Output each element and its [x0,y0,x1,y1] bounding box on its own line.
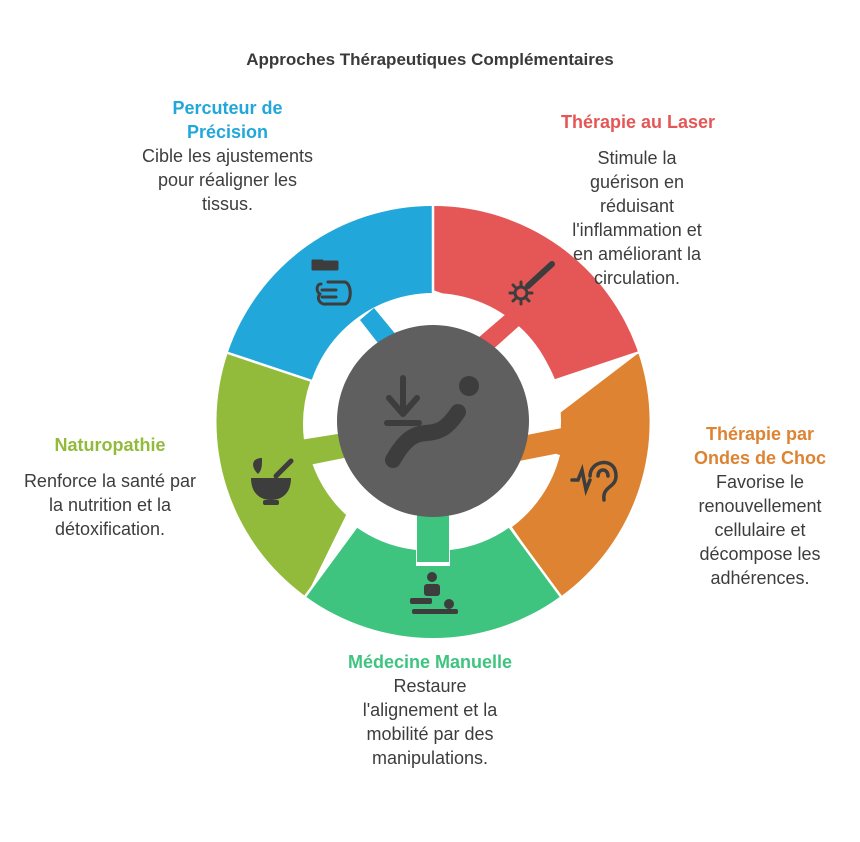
manual-description: Restaure l'alignement et la mobilité par… [362,676,498,768]
segment-precision[interactable] [227,205,433,381]
center-circle [337,325,529,517]
laser-description: Stimule la guérison en réduisant l'infla… [572,148,702,288]
label-naturo: Naturopathie Renforce la santé par la nu… [20,433,200,541]
label-manual: Médecine Manuelle Restaure l'alignement … [345,650,515,770]
laser-title: Thérapie au Laser [560,112,716,132]
connector-manual [417,510,449,562]
massage-icon [410,572,458,614]
naturo-title: Naturopathie [54,435,166,455]
shock-title: Thérapie par Ondes de Choc [693,424,827,468]
ear-wave-icon [570,460,618,502]
connector-laser [478,302,528,352]
segment-laser[interactable] [433,205,639,381]
mortar-pestle-icon [251,458,294,505]
label-precision: Percuteur de Précision Cible les ajustem… [140,96,315,216]
shock-description: Favorise le renouvellement cellulaire et… [698,472,822,588]
diagram-title: Approches Thérapeutiques Complémentaires [246,50,614,69]
hand-tool-icon [311,259,352,306]
precision-title: Percuteur de Précision [172,98,283,142]
segment-manual[interactable] [306,527,560,638]
laser-icon [508,261,555,306]
precision-description: Cible les ajustements pour réaligner les… [141,146,314,214]
label-laser: Thérapie au Laser Stimule la guérison en… [540,110,736,290]
naturo-description: Renforce la santé par la nutrition et la… [23,471,197,539]
separators [224,203,641,599]
segment-naturo[interactable] [216,353,352,597]
recline-person-icon [384,375,479,468]
label-shock: Thérapie par Ondes de Choc Favorise le r… [680,422,840,590]
manual-title: Médecine Manuelle [347,652,513,672]
